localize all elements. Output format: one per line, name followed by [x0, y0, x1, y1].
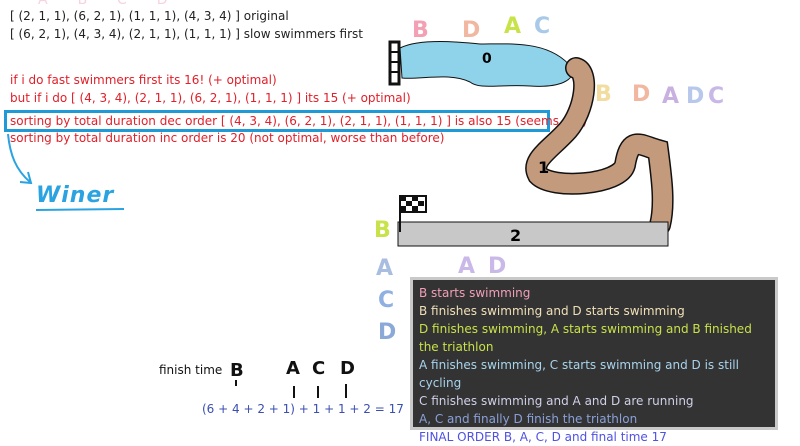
- legend-box: B starts swimming B finishes swimming an…: [410, 277, 778, 444]
- finish-tick-marks: [235, 380, 347, 398]
- lake-letter: A: [504, 14, 522, 39]
- note-order-15: but if i do [ (4, 3, 4), (2, 1, 1), (6, …: [10, 91, 411, 105]
- bike-letter: C: [708, 84, 725, 109]
- bike-letter: B: [595, 82, 612, 107]
- finish-time-label: finish time: [159, 363, 223, 377]
- faint-letter: A: [38, 0, 78, 8]
- bike-letter: D: [632, 82, 651, 107]
- note-original: [ (2, 1, 1), (6, 2, 1), (1, 1, 1), (4, 3…: [10, 9, 289, 23]
- lake-letter: D: [462, 18, 481, 43]
- winner-arrow-icon: [7, 133, 33, 185]
- highlight-box: [4, 110, 550, 132]
- run-letter: A: [458, 254, 476, 279]
- run-letter: D: [378, 320, 397, 345]
- note-sorted-desc: sorting by total duration dec order [ (4…: [10, 114, 588, 128]
- bike-letter: A: [662, 84, 680, 109]
- lake-letter: B: [412, 18, 429, 43]
- run-letter: B: [374, 218, 391, 243]
- track-label-running: 2: [510, 226, 522, 245]
- lake-mark: 0: [482, 51, 492, 67]
- triathlon-course-drawing: [388, 40, 674, 247]
- note-fast-swimmers-first: if i do fast swimmers first its 16! (+ o…: [10, 73, 277, 87]
- start-ladder-icon: [388, 40, 401, 86]
- legend-line: FINAL ORDER B, A, C, D and final time 17: [419, 430, 667, 444]
- note-slow-swimmers-first: [ (6, 2, 1), (4, 3, 4), (2, 1, 1), (1, 1…: [10, 27, 363, 41]
- legend-line: B finishes swimming and D starts swimmin…: [419, 304, 685, 318]
- winner-label: Winer: [36, 183, 115, 208]
- running-track: [397, 221, 669, 247]
- run-letter: C: [378, 288, 395, 313]
- finish-letter: A: [286, 358, 300, 379]
- faint-letter: D: [156, 0, 198, 8]
- run-letter: D: [488, 254, 507, 279]
- legend-line: A finishes swimming, C starts swimming a…: [419, 358, 739, 390]
- legend-line: D finishes swimming, A starts swimming a…: [419, 322, 752, 354]
- track-label-cycling: 1: [538, 158, 550, 177]
- faint-letter: B: [77, 0, 117, 8]
- lake-letter: C: [534, 14, 551, 39]
- finish-flag-icon: [399, 195, 427, 232]
- finish-time-equation: (6 + 4 + 2 + 1) + 1 + 1 + 2 = 17: [202, 402, 404, 416]
- finish-letter: B: [230, 360, 244, 381]
- legend-line: A, C and finally D finish the triathlon: [419, 412, 638, 426]
- legend-line: B starts swimming: [419, 286, 531, 300]
- run-letter: A: [376, 256, 394, 281]
- bike-letter: D: [686, 84, 705, 109]
- faint-letter: C: [116, 0, 157, 8]
- swimming-lake: [399, 41, 574, 87]
- legend-line: C finishes swimming and A and D are runn…: [419, 394, 694, 408]
- winner-underline: [35, 208, 125, 211]
- note-sorted-inc: sorting by total duration inc order is 2…: [10, 131, 445, 145]
- faint-letters-top: ABCD: [38, 0, 198, 8]
- finish-letter: D: [340, 358, 355, 379]
- finish-letter: C: [312, 358, 326, 379]
